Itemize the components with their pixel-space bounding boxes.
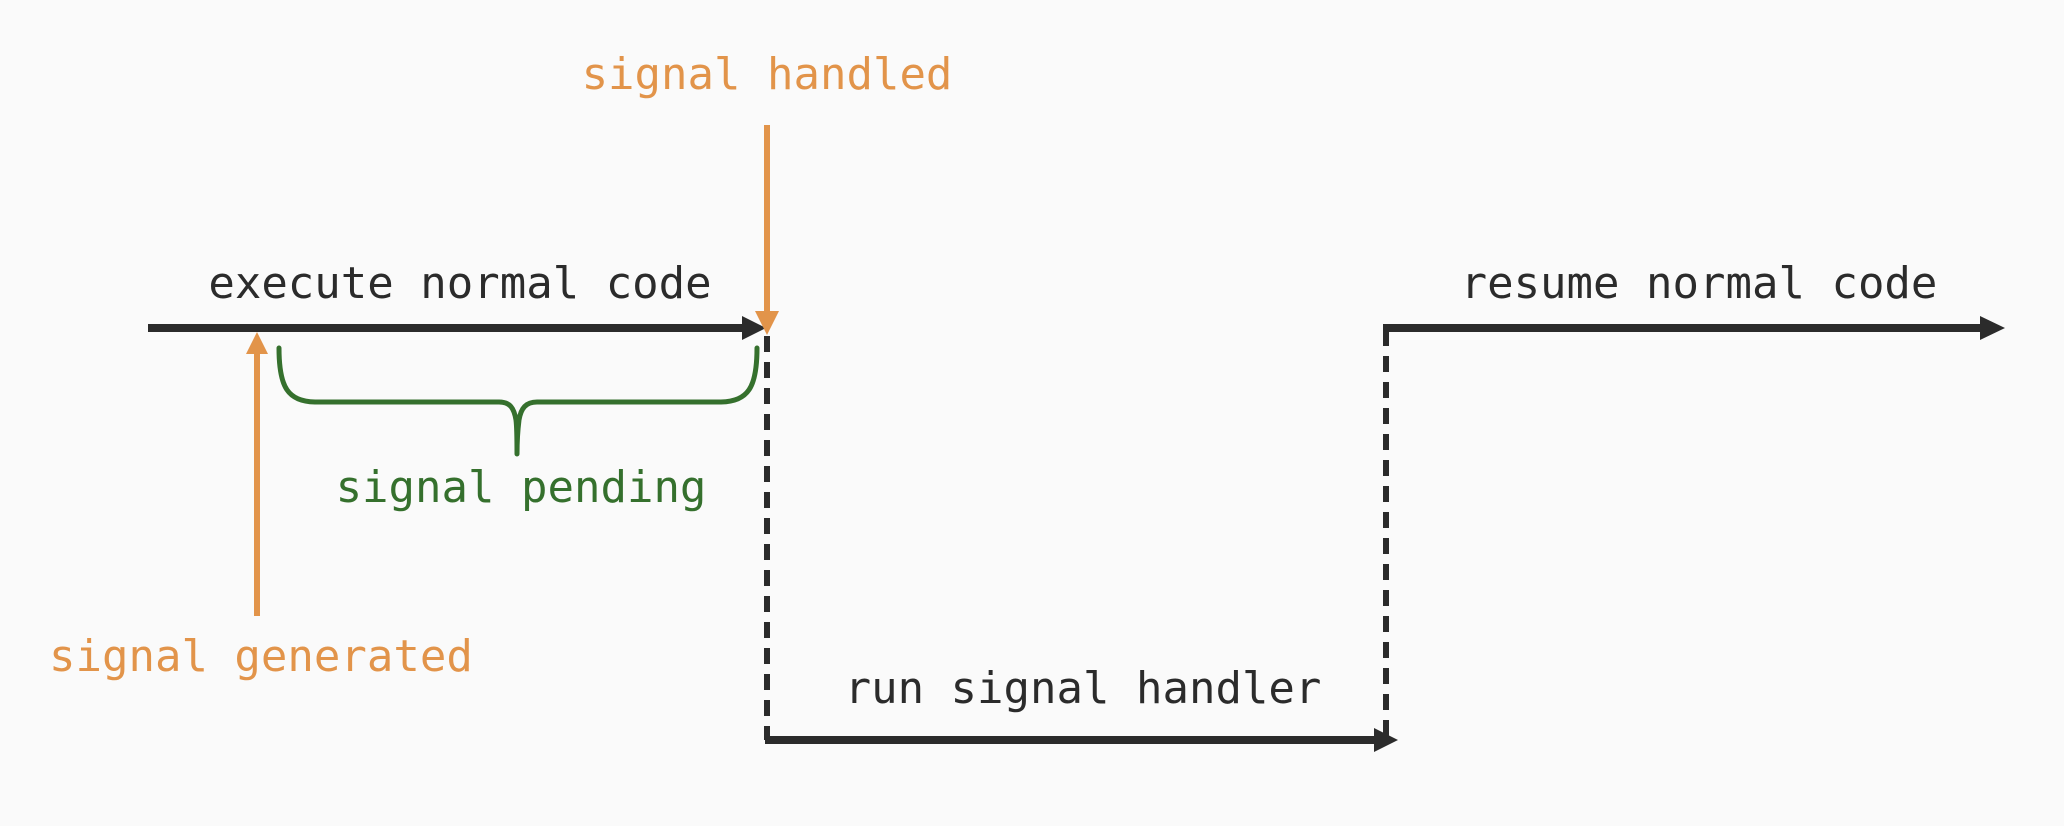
- label-signal-handled: signal handled: [581, 49, 953, 100]
- execute-timeline-arrow: [148, 316, 766, 340]
- resume-timeline-arrow: [1383, 316, 2005, 340]
- label-signal-pending: signal pending: [335, 462, 707, 513]
- signal-pending-brace-icon: [276, 345, 760, 457]
- label-resume-normal-code: resume normal code: [1460, 258, 1938, 309]
- run-handler-arrow: [765, 728, 1398, 752]
- signal-generated-arrow-icon: [246, 332, 268, 616]
- label-execute-normal-code: execute normal code: [208, 258, 712, 309]
- label-run-signal-handler: run signal handler: [844, 663, 1322, 714]
- label-signal-generated: signal generated: [49, 631, 473, 682]
- signal-handled-arrow-icon: [755, 125, 779, 335]
